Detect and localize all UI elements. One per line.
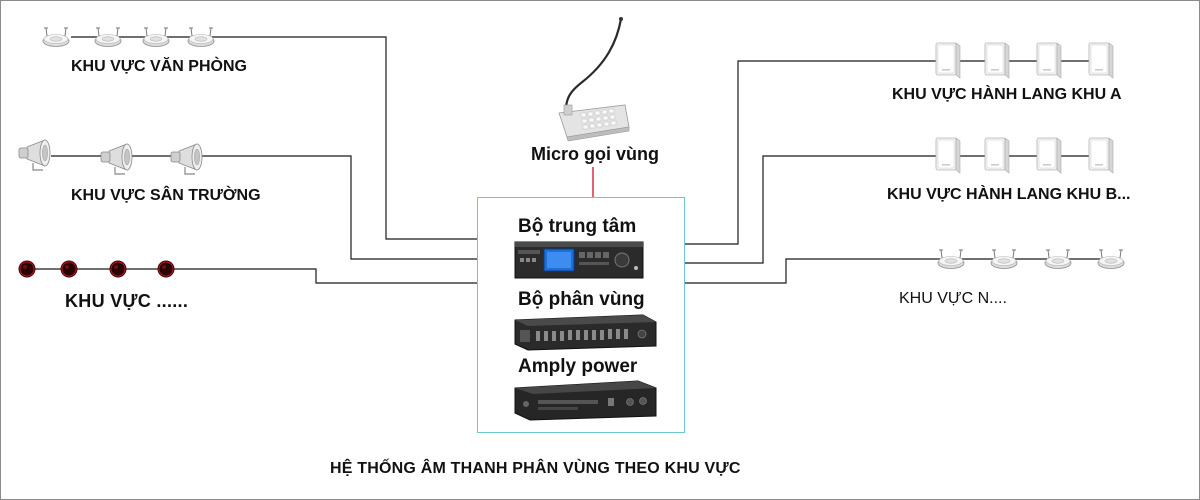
wall-speaker-icon: [1088, 42, 1114, 79]
zone-label-schoolyard: KHU VỰC SÂN TRƯỜNG: [71, 187, 261, 204]
wire-office: [71, 36, 477, 240]
paging-microphone-label: Micro gọi vùng: [531, 144, 659, 164]
ceiling-speaker-icon: [937, 249, 965, 269]
central-equipment-frame: Bộ trung tâm Bộ phân vùng Amply power: [477, 197, 685, 433]
wall-speaker-icon: [1036, 137, 1062, 174]
zone-label-corridor-a: KHU VỰC HÀNH LANG KHU A: [892, 86, 1122, 103]
ceiling-speaker-icon: [1097, 249, 1125, 269]
paging-microphone-icon: [558, 17, 630, 142]
central-unit-icon: [514, 241, 644, 279]
zone-label-corridor-b: KHU VỰC HÀNH LANG KHU B...: [887, 186, 1131, 203]
ceiling-speaker-icon: [187, 27, 215, 47]
round-speaker-icon: [109, 260, 127, 278]
zone-selector-label: Bộ phân vùng: [518, 289, 645, 310]
diagram-title: HỆ THỐNG ÂM THANH PHÂN VÙNG THEO KHU VỰC: [330, 460, 741, 477]
horn-speaker-icon: [170, 143, 203, 175]
zone-label-office: KHU VỰC VĂN PHÒNG: [71, 58, 247, 75]
wall-speaker-icon: [984, 137, 1010, 174]
wall-speaker-icon: [984, 42, 1010, 79]
wire-corridor-b: [685, 155, 1111, 264]
wire-other: [27, 268, 477, 284]
zone-selector-icon: [514, 314, 657, 351]
wall-speaker-icon: [1036, 42, 1062, 79]
wire-corridor-a: [685, 60, 1111, 245]
wall-speaker-icon: [1088, 137, 1114, 174]
round-speaker-icon: [60, 260, 78, 278]
central-unit-label: Bộ trung tâm: [518, 216, 637, 237]
power-amplifier-icon: [514, 380, 657, 421]
ceiling-speaker-icon: [990, 249, 1018, 269]
equipment-rack-layer: [514, 241, 657, 421]
wall-speaker-icon: [935, 137, 961, 174]
wall-speaker-icon: [935, 42, 961, 79]
round-speaker-icon: [157, 260, 175, 278]
horn-speaker-icon: [100, 143, 133, 175]
zone-label-other: KHU VỰC ......: [65, 291, 189, 311]
zone-label-zone-n: KHU VỰC N....: [899, 290, 1007, 307]
power-amplifier-label: Amply power: [518, 356, 638, 377]
horn-speaker-icon: [18, 139, 51, 171]
ceiling-speaker-icon: [94, 27, 122, 47]
ceiling-speaker-icon: [142, 27, 170, 47]
ceiling-speaker-icon: [1044, 249, 1072, 269]
ceiling-speaker-icon: [42, 27, 70, 47]
round-speaker-icon: [18, 260, 36, 278]
